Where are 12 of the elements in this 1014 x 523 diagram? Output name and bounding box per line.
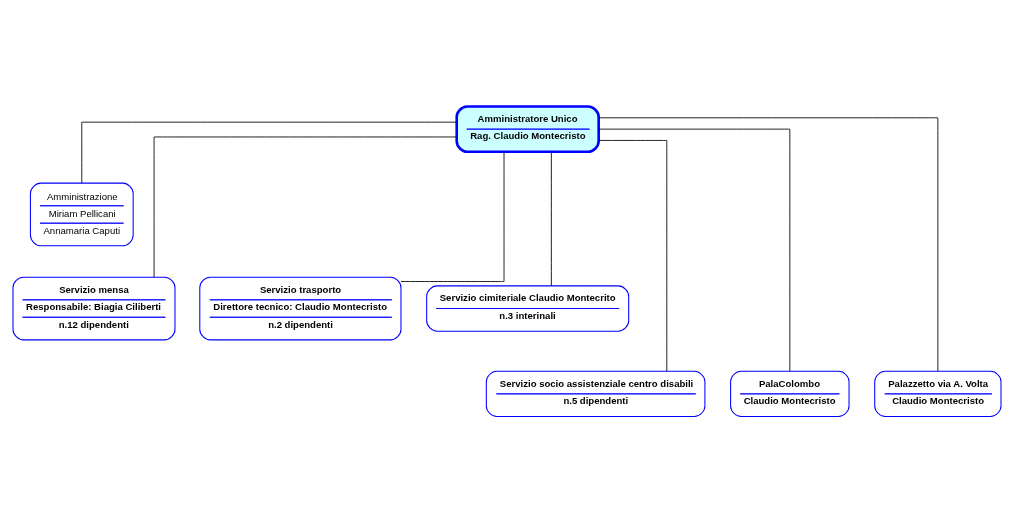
node-box: Palazzetto via A. Volta Claudio Montecristo [874,370,1002,418]
node-box: Servizio trasporto Direttore tecnico: Claudio Montecristo n.2 dipendenti [199,276,402,341]
connector [598,140,668,372]
connector [400,151,505,282]
node-box: Amministratore Unico Rag. Claudio Montecristo [455,105,600,154]
node-box: Servizio cimiteriale Claudio Montecrito n.3 interinali [426,285,630,332]
connector [550,151,552,287]
node-box: PalaColombo Claudio Montecristo [730,370,850,418]
node-box: Servizio mensa Responsabile: Biagia Ciliberti n.12 dipendenti [12,276,176,341]
node-box: Servizio socio assistenziale centro disabili n.5 dipendenti [485,370,706,418]
node-box: Amministrazione Miriam Pellicani Annamaria Caputi [29,182,134,247]
connector [598,128,791,372]
